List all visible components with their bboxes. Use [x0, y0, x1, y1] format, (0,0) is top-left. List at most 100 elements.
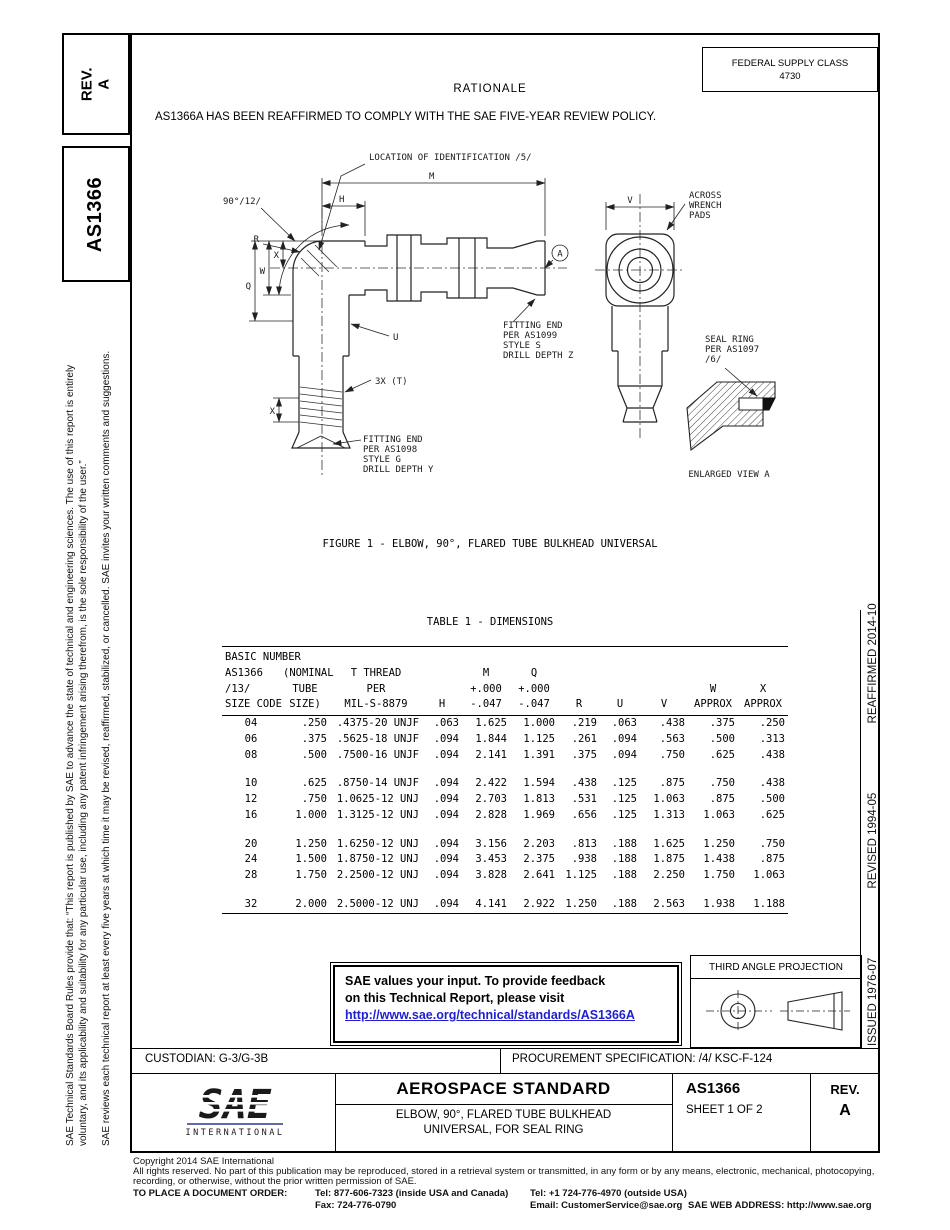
dimension-lines [249, 163, 758, 446]
table-cell [688, 666, 738, 682]
label-seal-2: PER AS1097 [705, 345, 759, 355]
third-angle-projection-box: THIRD ANGLE PROJECTION [690, 955, 862, 1048]
table-cell: X [759, 682, 767, 695]
table-cell: 1.625 [475, 717, 507, 729]
table-cell: PER [366, 682, 386, 695]
label-across-3: PADS [689, 211, 711, 221]
table-cell: .094 [433, 732, 459, 745]
table-cell: .625 [301, 777, 327, 790]
table-title: TABLE 1 - DIMENSIONS [426, 616, 554, 628]
label-t: 3X (T) [375, 377, 408, 387]
rev-box: REV. A [62, 33, 130, 135]
table-cell: 1.313 [653, 808, 685, 821]
rev-label: REV. [78, 67, 96, 101]
table-cell: 1.625 [653, 837, 685, 850]
table-cell: .813 [571, 837, 597, 850]
label-across-1: ACROSS [689, 191, 722, 201]
label-enlarged-view: ENLARGED VIEW A [688, 470, 770, 480]
table-cell [640, 884, 688, 897]
table-cell: 2.922 [523, 897, 555, 910]
title-block-rev-label: REV. [830, 1082, 860, 1097]
table-cell: AS1366 [225, 666, 263, 679]
table-cell [222, 884, 280, 897]
table-cell: 4.141 [475, 897, 507, 910]
table-cell: .125 [611, 808, 637, 821]
table-cell: .188 [611, 869, 637, 881]
board-rules-disclaimer: SAE Technical Standards Board Rules prov… [65, 365, 90, 1146]
table-cell: .7500-16 UNJF [336, 748, 419, 761]
table-cell: 1.875 [653, 853, 685, 866]
table-cell: TUBE [292, 682, 318, 695]
table-cell: .094 [433, 777, 459, 790]
label-fitting-s-3: STYLE S [503, 341, 541, 351]
revision-history-strip: ISSUED 1976-07 REVISED 1994-05 REAFFIRME… [867, 603, 879, 1046]
table-cell: V [640, 697, 688, 717]
table-cell: .625 [759, 808, 785, 821]
label-v: V [627, 196, 633, 206]
table-cell: .188 [611, 853, 637, 866]
table-cell: 12 [244, 793, 258, 805]
label-h: H [339, 195, 344, 205]
table-cell [462, 763, 510, 776]
table-cell: 1.3125-12 UNJ [336, 808, 419, 821]
doc-number-box: AS1366 [62, 146, 130, 282]
disclaimer-line: SAE reviews each technical report at lea… [101, 350, 112, 1146]
standard-title-line2: UNIVERSAL, FOR SEAL RING [423, 1124, 584, 1136]
table-cell: 20 [244, 837, 258, 850]
table-cell: -.047 [462, 697, 510, 717]
rev-value: A [95, 78, 113, 90]
table-cell: 2.2500-12 UNJ [336, 869, 419, 881]
table-cell: 1.594 [523, 777, 555, 790]
table-cell [330, 824, 422, 837]
label-x-bottom: X [270, 407, 276, 417]
table-cell: .188 [611, 897, 637, 910]
table-cell: 2.000 [295, 897, 327, 910]
table-cell [558, 645, 600, 666]
label-angle: 90°/12/ [223, 197, 261, 207]
table-cell: .438 [571, 777, 597, 790]
table-cell: 3.453 [475, 853, 507, 866]
table-cell: .094 [611, 748, 637, 761]
table-cell: .094 [433, 808, 459, 821]
table-cell: 1.063 [753, 869, 785, 881]
table-cell: +.000 [518, 682, 550, 695]
table-cell: APPROX [738, 697, 788, 717]
table-cell: 1.969 [523, 808, 555, 821]
feedback-line-2: on this Technical Report, please visit [345, 991, 565, 1005]
sheet-number: SHEET 1 OF 2 [686, 1104, 763, 1116]
table-cell [640, 763, 688, 776]
divider [131, 1048, 879, 1049]
table-cell [422, 824, 462, 837]
table-cell: .563 [659, 732, 685, 745]
standard-title: ELBOW, 90°, FLARED TUBE BULKHEAD UNIVERS… [335, 1108, 672, 1138]
rights-line2: recording, or otherwise, without the pri… [133, 1176, 417, 1187]
table-cell [600, 884, 640, 897]
table-cell [558, 666, 600, 682]
table-cell [688, 645, 738, 666]
fax: Fax: 724-776-0790 [315, 1200, 397, 1211]
custodian: CUSTODIAN: G-3/G-3B [145, 1053, 269, 1065]
table-cell: 1.750 [703, 869, 735, 881]
table-cell [280, 645, 330, 666]
table-cell [640, 666, 688, 682]
thread-hatching [299, 244, 343, 428]
table-cell: T THREAD [350, 666, 402, 679]
label-fitting-g-2: PER AS1098 [363, 445, 417, 455]
rationale-text: AS1366A HAS BEEN REAFFIRMED TO COMPLY WI… [155, 111, 657, 123]
table-cell: M [482, 666, 490, 679]
table-cell [422, 763, 462, 776]
table-cell [462, 645, 510, 666]
table-cell [422, 682, 462, 698]
table-cell: 1.844 [475, 732, 507, 745]
rationale-title: RATIONALE [453, 83, 527, 95]
table-cell [280, 763, 330, 776]
federal-supply-class-code: 4730 [779, 70, 801, 82]
label-seal-3: /6/ [705, 355, 721, 365]
table-cell: 2.703 [475, 793, 507, 805]
label-fitting-g-1: FITTING END [363, 435, 423, 445]
feedback-link[interactable]: http://www.sae.org/technical/standards/A… [345, 1008, 635, 1022]
table-cell: 1.750 [295, 869, 327, 881]
figure-caption: FIGURE 1 - ELBOW, 90°, FLARED TUBE BULKH… [322, 538, 658, 550]
table-cell [222, 763, 280, 776]
